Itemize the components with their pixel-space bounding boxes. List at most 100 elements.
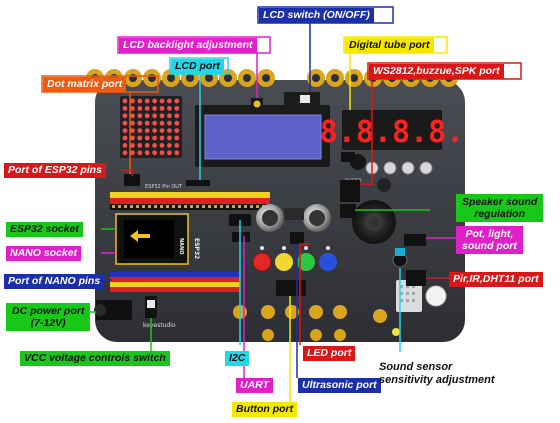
dot-matrix-label: Dot matrix port [43,77,127,92]
capacitors [365,161,433,175]
matrix-led [174,128,180,134]
sound-label-line2: sensitivity adjustment [379,374,495,386]
matrix-led [159,135,165,141]
header-pin [172,205,175,208]
matrix-led [167,143,172,148]
header-pin [232,205,235,208]
matrix-led [159,150,165,156]
uart-label: UART [236,378,273,393]
header-pin [184,205,187,208]
ultrasonic-port-label: Ultrasonic port [298,378,381,393]
matrix-led [130,113,135,119]
header-pin [148,205,151,208]
pot-label-line1: Pot, light, [465,228,514,240]
digital-tube-module: 8.8.8.8. [320,110,465,150]
matrix-led [167,98,172,104]
pot-light-sound-label: Pot, light, sound port [456,226,523,254]
lcd-module [195,105,330,167]
speaker-label-line2: regulation [474,208,526,220]
nano-pins-label: Port of NANO pins [4,274,105,289]
matrix-led [122,106,128,111]
lcd-port-label: LCD port [171,59,224,74]
header-pin [142,205,145,208]
lcd-backlight-label: LCD backlight adjustment [119,38,257,53]
header-pin [250,205,253,208]
header-pin [256,205,259,208]
ultrasonic-sensor [256,204,331,232]
matrix-led [137,98,143,104]
sound-label-line1: Sound sensor [379,361,453,373]
speaker [352,200,396,244]
matrix-led [122,135,128,141]
matrix-led [137,128,143,134]
brand-text: keyestudio [143,322,176,329]
matrix-led [130,143,135,148]
dc-label-line1: DC power port [12,305,85,317]
lcd-backlight-pot [251,98,263,110]
header-pin [166,205,169,208]
matrix-led [174,120,180,126]
pir-sensor [425,285,447,307]
matrix-led [152,98,158,104]
dc-label-line2: (7-12V) [30,317,66,329]
matrix-led [152,120,158,126]
nano-socket-label: NANO socket [6,246,82,261]
header-pin [208,205,211,208]
lcd-switch [284,92,320,106]
matrix-led [152,150,158,156]
matrix-led [137,143,143,148]
matrix-led [159,113,165,119]
callouts [41,6,522,402]
header-pin [196,205,199,208]
matrix-led [159,143,165,148]
matrix-led [130,128,135,134]
led-module [252,246,337,272]
matrix-led [167,113,172,119]
header-pin [214,205,217,208]
matrix-led [174,106,180,111]
pot-label-line2: sound port [462,240,517,252]
matrix-led [167,128,172,134]
matrix-led [159,128,165,134]
button-port-label: Button port [232,402,298,417]
sound-sensor [392,248,408,268]
matrix-led [130,135,135,141]
esp32-socket-label: ESP32 socket [6,222,83,237]
matrix-led [152,143,158,148]
matrix-led [152,128,158,134]
matrix-led [122,113,128,119]
matrix-led [174,98,180,104]
dht11-sensor [396,280,422,312]
tube-digits: 8.8.8.8. [320,115,465,150]
lcd-switch-label: LCD switch (ON/OFF) [259,8,374,23]
header-pin [160,205,163,208]
ws2812-label: WS2812,buzzue,SPK port [369,64,504,79]
i2c-label: I2C [225,351,250,366]
matrix-led [174,113,180,119]
header-pin [136,205,139,208]
vcc-switch-label: VCC voltage controls switch [20,351,170,366]
pir-ir-dht11-label: Pir,IR,DHT11 port [449,272,543,287]
matrix-led [137,120,143,126]
matrix-led [144,120,150,126]
small-headers [124,152,426,296]
esp32-pin-header: ESP32 Pin OUT [110,184,270,210]
header-pin [226,205,229,208]
speaker-label: Speaker sound regulation [456,194,544,222]
matrix-led [130,98,135,104]
speaker-label-line1: Speaker sound [462,196,538,208]
esp32-pins-label: Port of ESP32 pins [4,163,106,178]
matrix-led [144,106,150,111]
sound-sensor-label: Sound sensor sensitivity adjustment [379,361,495,387]
header-pin [154,205,157,208]
matrix-led [122,98,128,104]
matrix-led [144,143,150,148]
matrix-led [122,150,128,156]
socket-area: ESP32 NANO [115,213,200,265]
matrix-led [174,143,180,148]
esp32-pin-out-text: ESP32 Pin OUT [145,184,183,190]
header-pin [244,205,247,208]
header-pin [190,205,193,208]
matrix-led [130,106,135,111]
